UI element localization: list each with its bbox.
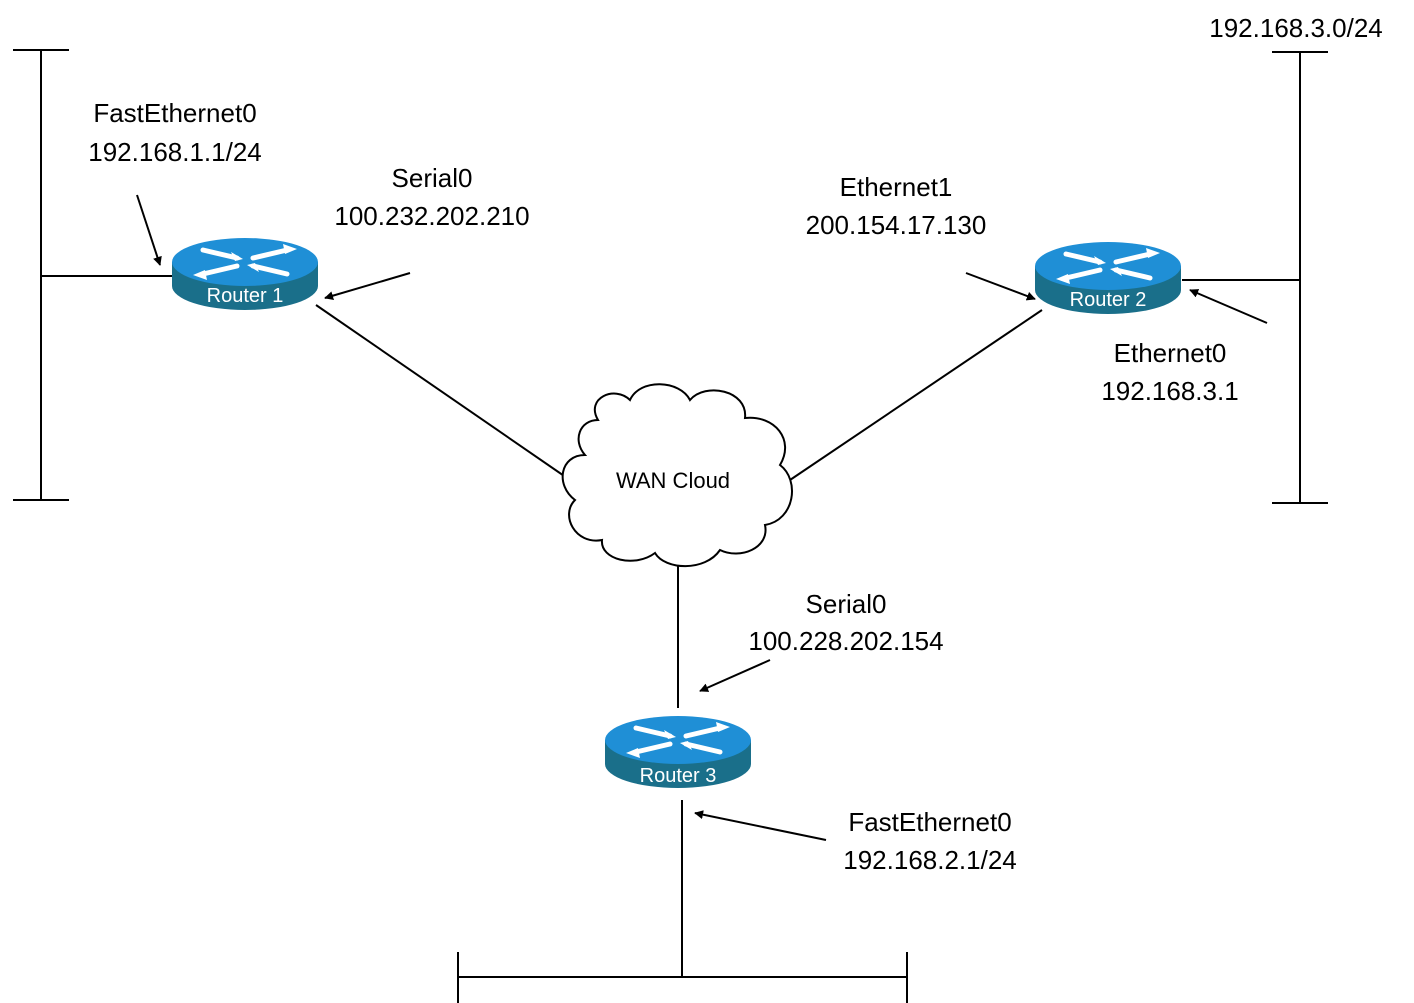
label-r2-ethernet0: Ethernet0 192.168.3.1	[1101, 338, 1238, 406]
interface-address: 192.168.1.1/24	[88, 137, 262, 167]
interface-name: Serial0	[806, 589, 887, 619]
interface-name: Serial0	[392, 163, 473, 193]
interface-address: 200.154.17.130	[806, 210, 987, 240]
cloud-label: WAN Cloud	[616, 468, 730, 493]
interface-address: 100.228.202.154	[748, 626, 943, 656]
router-1-label: Router 1	[207, 285, 284, 307]
interface-address: 192.168.2.1/24	[843, 845, 1017, 875]
label-r1-serial: Serial0 100.232.202.210	[334, 163, 529, 231]
label-r1-fastethernet: FastEthernet0 192.168.1.1/24	[88, 98, 262, 167]
interface-name: FastEthernet0	[848, 807, 1011, 837]
label-r2-ethernet1: Ethernet1 200.154.17.130	[806, 172, 987, 240]
arrow-r2-ethernet1	[965, 272, 1036, 301]
arrow-r1-fastethernet	[136, 194, 162, 266]
interface-name: Ethernet1	[840, 172, 953, 202]
network-label-lan-3: 192.168.3.0/24	[1209, 13, 1383, 43]
arrow-r2-ethernet0	[1189, 289, 1268, 324]
interface-name: FastEthernet0	[93, 98, 256, 128]
label-r3-serial: Serial0 100.228.202.154	[748, 589, 943, 656]
router-1: Router 1	[172, 238, 318, 310]
interface-name: Ethernet0	[1114, 338, 1227, 368]
lan-segment-router-2	[1182, 51, 1328, 504]
router-2: Router 2	[1035, 242, 1181, 314]
router-2-label: Router 2	[1070, 289, 1147, 311]
wan-cloud: WAN Cloud	[561, 383, 793, 568]
arrow-r1-serial	[324, 272, 411, 301]
cloud-shape	[561, 383, 793, 568]
router-3: Router 3	[605, 716, 751, 788]
lan-segment-router-3	[457, 800, 908, 1003]
router-3-label: Router 3	[640, 765, 717, 787]
interface-address: 100.232.202.210	[334, 201, 529, 231]
arrow-r3-serial	[699, 659, 771, 692]
label-r3-fastethernet: FastEthernet0 192.168.2.1/24	[843, 807, 1017, 875]
interface-address: 192.168.3.1	[1101, 376, 1238, 406]
arrow-r3-fastethernet	[694, 810, 827, 841]
lan-segment-router-1	[13, 49, 173, 501]
pointer-arrows	[136, 194, 1268, 841]
wan-links	[315, 304, 1043, 708]
